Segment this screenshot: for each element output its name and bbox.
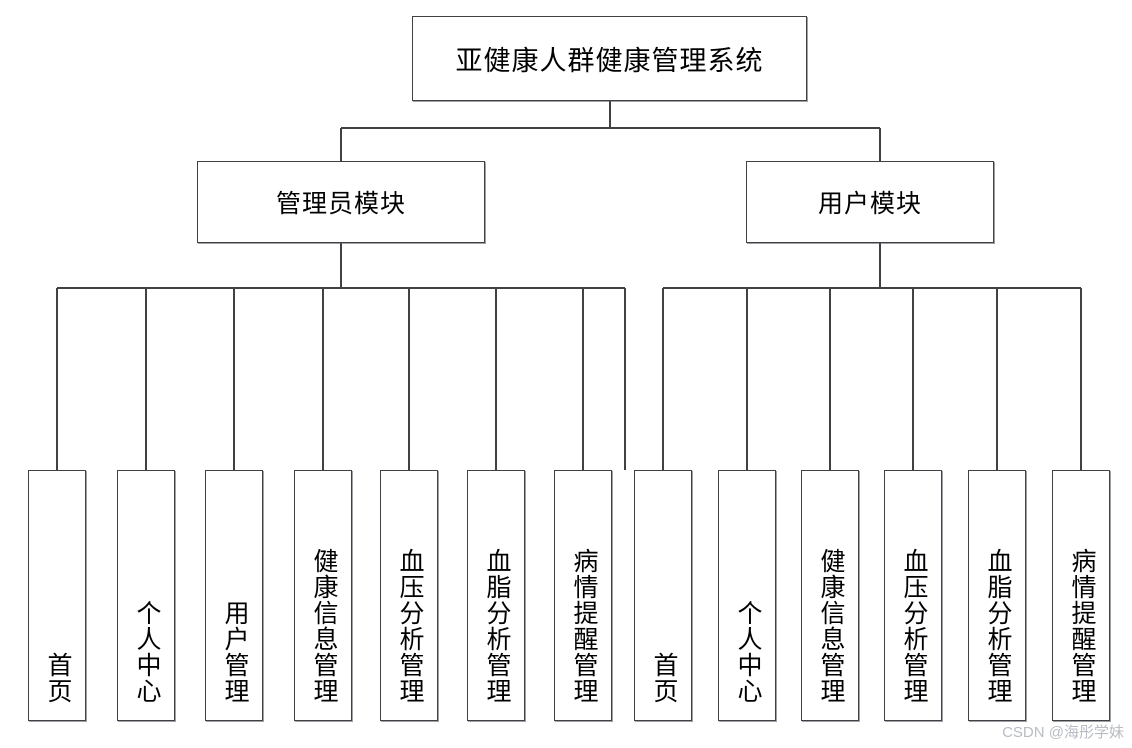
node-leaf-admin-2[interactable]: 个人中心 — [117, 470, 175, 721]
node-leaf-user-6[interactable]: 病情提醒管理 — [1052, 470, 1110, 721]
node-leaf-admin-4[interactable]: 健康信息管理 — [294, 470, 352, 721]
node-leaf-user-3-label: 健康信息管理 — [817, 548, 844, 704]
node-leaf-admin-6[interactable]: 血脂分析管理 — [467, 470, 525, 721]
node-leaf-user-4[interactable]: 血压分析管理 — [884, 470, 942, 721]
node-leaf-user-5-label: 血脂分析管理 — [984, 548, 1011, 704]
node-module-user-label: 用户模块 — [817, 191, 922, 218]
node-leaf-user-2[interactable]: 个人中心 — [718, 470, 776, 721]
node-leaf-admin-7[interactable]: 病情提醒管理 — [554, 470, 612, 721]
node-leaf-user-5[interactable]: 血脂分析管理 — [968, 470, 1026, 721]
node-module-user[interactable]: 用户模块 — [746, 161, 994, 243]
node-leaf-user-3[interactable]: 健康信息管理 — [801, 470, 859, 721]
node-leaf-admin-5[interactable]: 血压分析管理 — [380, 470, 438, 721]
node-leaf-admin-3[interactable]: 用户管理 — [205, 470, 263, 721]
node-leaf-admin-2-label: 个人中心 — [133, 600, 160, 704]
node-leaf-admin-4-label: 健康信息管理 — [310, 548, 337, 704]
node-leaf-admin-3-label: 用户管理 — [221, 600, 248, 704]
node-module-admin-label: 管理员模块 — [275, 191, 406, 218]
node-leaf-user-4-label: 血压分析管理 — [900, 548, 927, 704]
node-leaf-admin-1-label: 首页 — [44, 652, 71, 704]
watermark-text: CSDN @海彤学妹 — [1002, 724, 1124, 741]
node-leaf-user-2-label: 个人中心 — [734, 600, 761, 704]
node-leaf-user-6-label: 病情提醒管理 — [1068, 548, 1095, 704]
node-module-admin[interactable]: 管理员模块 — [197, 161, 485, 243]
node-leaf-user-1-label: 首页 — [650, 652, 677, 704]
node-root-system[interactable]: 亚健康人群健康管理系统 — [412, 16, 807, 101]
node-leaf-admin-5-label: 血压分析管理 — [396, 548, 423, 704]
node-leaf-admin-1[interactable]: 首页 — [28, 470, 86, 721]
node-leaf-admin-7-label: 病情提醒管理 — [570, 548, 597, 704]
node-leaf-user-1[interactable]: 首页 — [634, 470, 692, 721]
node-leaf-admin-6-label: 血脂分析管理 — [483, 548, 510, 704]
node-root-label: 亚健康人群健康管理系统 — [455, 46, 764, 76]
